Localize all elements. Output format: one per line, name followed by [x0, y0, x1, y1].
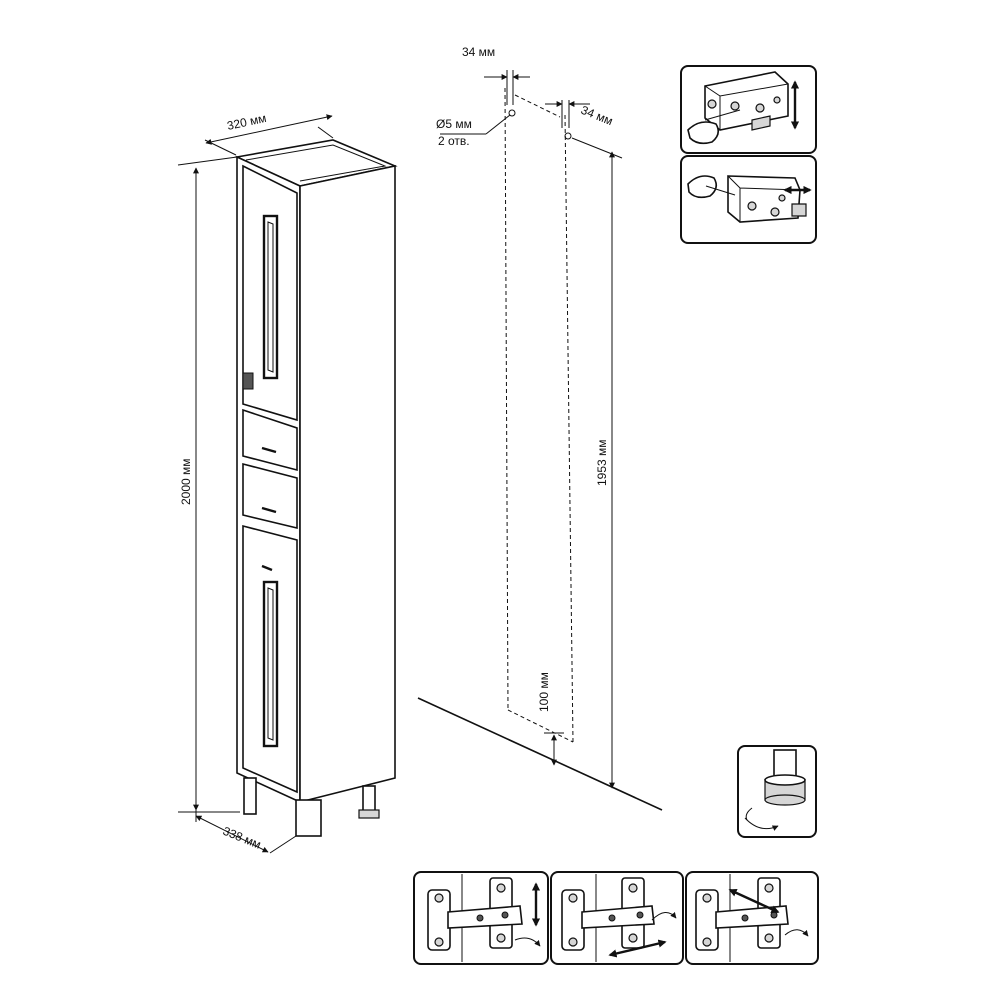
cabinet-icon	[234, 139, 398, 837]
hole-diameter-label: Ø5 мм	[436, 117, 472, 131]
wall-mount-icon: 34 мм 34 мм Ø5 мм 2 отв. 1953 мм 100 мм	[417, 45, 663, 811]
depth-dimension: 338 мм	[195, 810, 297, 854]
hole-count-label: 2 отв.	[438, 134, 470, 148]
width-label: 320 мм	[226, 111, 268, 133]
depth-label: 338 мм	[221, 824, 263, 852]
hinge-horizontal-adjust-icon	[550, 871, 684, 965]
mount-height-label: 1953 мм	[595, 439, 609, 486]
bottom-offset-label: 100 мм	[537, 672, 551, 712]
hinge-depth-adjust-icon	[685, 871, 819, 965]
hole-offset-left-label: 34 мм	[462, 45, 495, 59]
hanger-depth-adjust-icon	[680, 155, 817, 244]
hinge-vertical-adjust-icon	[413, 871, 549, 965]
height-label: 2000 мм	[179, 458, 193, 505]
height-dimension: 2000 мм	[177, 156, 240, 813]
hanger-vertical-adjust-icon	[680, 65, 817, 154]
foot-adjust-icon	[737, 745, 817, 838]
hole-offset-right-label: 34 мм	[579, 103, 615, 128]
